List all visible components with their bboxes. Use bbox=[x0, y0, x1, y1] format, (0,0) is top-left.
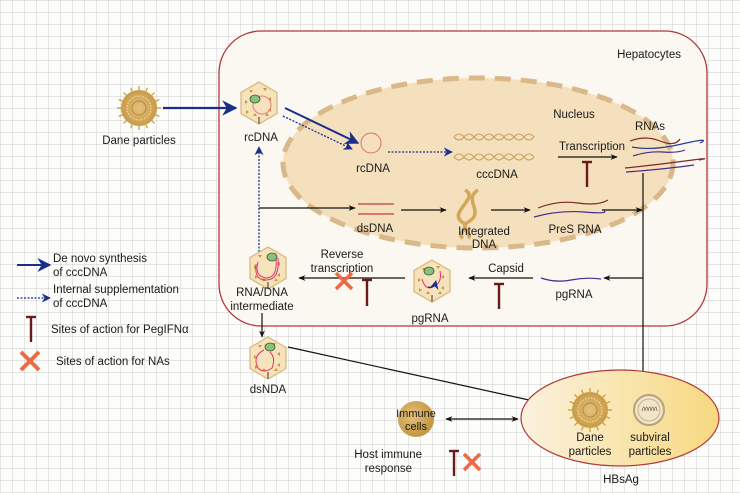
pres-rna-label: PreS RNA bbox=[548, 224, 601, 236]
legend-na-cross-icon bbox=[19, 350, 41, 372]
hepatocytes-label: Hepatocytes bbox=[617, 49, 681, 61]
legend-na-label: Sites of action for NAs bbox=[56, 356, 170, 368]
pgrna-icon bbox=[540, 277, 602, 282]
dsnda-label: dsNDA bbox=[250, 384, 287, 396]
denovo-arrow bbox=[284, 107, 360, 144]
dsdna-label: dsDNA bbox=[357, 223, 394, 235]
na-cross-host-immune bbox=[462, 452, 482, 472]
rnas-label: RNAs bbox=[635, 121, 665, 133]
reverse-transcription-label-1: Reverse bbox=[321, 249, 364, 261]
pgrna-capsid-label: pgRNA bbox=[411, 313, 448, 325]
integrated-dna-icon bbox=[456, 188, 480, 240]
legend-denovo-label-2: of cccDNA bbox=[53, 267, 108, 279]
integrated-dna-label-2: DNA bbox=[472, 239, 497, 251]
pegifn-inhibition-capsid bbox=[494, 282, 504, 309]
pgrna-capsid-icon bbox=[413, 259, 451, 303]
dsnda-to-hbsag-line bbox=[287, 346, 539, 403]
pegifn-inhibition-host-immune bbox=[449, 449, 459, 476]
transcription-label: Transcription bbox=[559, 141, 625, 153]
na-cross-reverse-transcription bbox=[334, 271, 354, 291]
pegifn-inhibition-transcription bbox=[582, 160, 592, 187]
reverse-transcription-label-2: transcription bbox=[311, 263, 374, 275]
hbsag-dane-label-2: particles bbox=[569, 446, 612, 458]
pres-rna-icon bbox=[533, 199, 609, 218]
legend-supplementation-label-2: of cccDNA bbox=[53, 298, 108, 310]
nucleus bbox=[280, 75, 676, 251]
cccdna-icon bbox=[453, 133, 535, 161]
hbsag-label: HBsAg bbox=[603, 474, 639, 486]
dsdna-icon bbox=[358, 203, 394, 215]
pegifn-inhibition-reverse-transcription bbox=[362, 278, 372, 306]
rna-dna-intermediate-icon bbox=[249, 246, 287, 290]
rnas-icon bbox=[624, 137, 706, 173]
hbsag-dane-particle-icon bbox=[567, 387, 613, 433]
legend-supplementation-label-1: Internal supplementation bbox=[53, 284, 179, 296]
subviral-label-1: subviral bbox=[630, 432, 670, 444]
hbsag-dane-label-1: Dane bbox=[576, 432, 604, 444]
legend-denovo-label-1: De novo synthesis bbox=[53, 253, 147, 265]
dane-particles-label: Dane particles bbox=[102, 135, 176, 147]
subviral-particle-icon bbox=[633, 394, 665, 426]
host-immune-label-2: response bbox=[365, 463, 412, 475]
supplementation-arrow-1 bbox=[282, 115, 353, 150]
rna-dna-label-1: RNA/DNA bbox=[236, 287, 288, 299]
host-immune-label-1: Host immune bbox=[354, 449, 422, 461]
legend: De novo synthesis of cccDNA Internal sup… bbox=[17, 253, 189, 372]
rcdna-capsid-label: rcDNA bbox=[244, 132, 278, 144]
rcdna-circle-icon bbox=[360, 132, 382, 154]
integrated-dna-label-1: Integrated bbox=[458, 226, 510, 238]
immune-cells-label-1: Immune bbox=[396, 408, 436, 420]
legend-inhibition-icon bbox=[26, 315, 36, 342]
immune-cells-label-2: cells bbox=[405, 421, 428, 433]
rcdna-capsid-icon bbox=[240, 81, 278, 125]
legend-pegifn-label: Sites of action for PegIFNα bbox=[51, 324, 189, 336]
hbsag-compartment bbox=[520, 369, 720, 467]
nucleus-label: Nucleus bbox=[553, 109, 595, 121]
dsnda-capsid-icon bbox=[249, 336, 287, 380]
pgrna-free-label: pgRNA bbox=[555, 289, 592, 301]
immune-cells-icon bbox=[398, 401, 434, 437]
capsid-label: Capsid bbox=[488, 263, 524, 275]
rna-dna-label-2: intermediate bbox=[230, 301, 293, 313]
rcdna-nucleus-label: rcDNA bbox=[356, 163, 390, 175]
cccdna-label: cccDNA bbox=[476, 169, 518, 181]
dane-particle-icon bbox=[116, 85, 162, 131]
subviral-label-2: particles bbox=[629, 446, 672, 458]
